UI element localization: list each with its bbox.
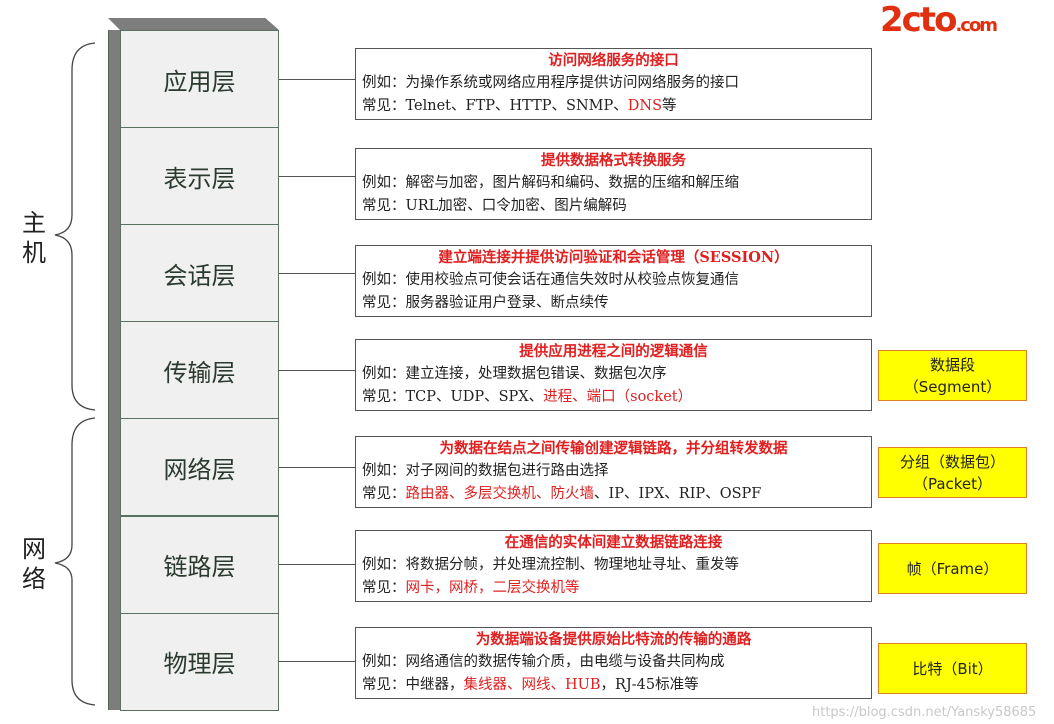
watermark: https://blog.csdn.net/Yansky58685 [812,705,1037,720]
layer-name: 表示层 [163,164,236,193]
common-text: DNS [627,98,662,114]
unit-line1: 数据段 [929,355,975,374]
common-text: 常见：中继器， [362,677,464,693]
connector-line [279,175,355,177]
layer-name: 物理层 [163,650,236,679]
layer-function-title: 为数据端设备提供原始比特流的传输的通路 [475,631,752,648]
data-unit-box: 分组（数据包） （Packet） [878,447,1027,498]
example-line: 例如：建立连接，处理数据包错误、数据包次序 [362,363,865,386]
layer-block: 链路层 [120,515,279,614]
example-text: 例如：使用校验点可使会话在通信失效时从校验点恢复通信 [362,272,739,288]
example-line: 例如：将数据分帧，并处理流控制、物理地址寻址、重发等 [362,554,865,577]
example-text: 例如：为操作系统或网络应用程序提供访问网络服务的接口 [362,75,739,91]
layer-function-title: 提供应用进程之间的逻辑通信 [519,343,708,360]
layer-name: 应用层 [163,67,236,96]
layer-name: 传输层 [163,358,236,387]
brace-network [54,417,96,706]
common-text: 集线器、网线、HUB [463,677,601,693]
connector-line [279,78,355,80]
common-text: 常见：服务器验证用户登录、断点续传 [362,295,609,311]
brace-host [54,42,96,411]
example-line: 例如：解密与加密，图片解码和编码、数据的压缩和解压缩 [362,172,865,195]
common-line: 常见：网卡，网桥，二层交换机等 [362,577,865,600]
common-line: 常见：中继器，集线器、网线、HUB，RJ-45标准等 [362,674,865,697]
example-text: 例如：对子网间的数据包进行路由选择 [362,463,609,479]
data-unit-box: 帧（Frame） [878,543,1027,594]
common-text: 常见：Telnet、FTP、HTTP、SNMP、 [362,98,628,114]
connector-line [279,564,355,566]
layer-description: 建立端连接并提供访问验证和会话管理（SESSION） 例如：使用校验点可使会话在… [355,245,872,317]
unit-line2: （Segment） [903,377,1002,396]
example-line: 例如：使用校验点可使会话在通信失效时从校验点恢复通信 [362,269,865,292]
layer-block: 表示层 [120,127,279,226]
common-line: 常见：路由器、多层交换机、防火墙、IP、IPX、RIP、OSPF [362,483,865,506]
common-line: 常见：TCP、UDP、SPX、进程、端口（socket） [362,386,865,409]
logo-2cto: 2cto.com [880,0,998,40]
layer-function-title: 在通信的实体间建立数据链路连接 [504,534,723,551]
layer-name: 链路层 [163,553,236,582]
layer-function-title: 为数据在结点之间传输创建逻辑链路，并分组转发数据 [439,440,788,457]
layer-block: 物理层 [120,612,279,711]
example-line: 例如：对子网间的数据包进行路由选择 [362,460,865,483]
layer-description: 在通信的实体间建立数据链路连接 例如：将数据分帧，并处理流控制、物理地址寻址、重… [355,530,872,602]
unit-line1: 比特（Bit） [912,659,993,678]
common-text: ，RJ-45标准等 [600,677,699,693]
layer-description: 访问网络服务的接口 例如：为操作系统或网络应用程序提供访问网络服务的接口 常见：… [355,48,872,120]
common-text: 等 [662,98,677,114]
data-unit-box: 比特（Bit） [878,643,1027,694]
unit-line2: （Packet） [912,474,993,493]
example-line: 例如：为操作系统或网络应用程序提供访问网络服务的接口 [362,72,865,95]
stack-side-face [108,30,121,710]
common-text: 路由器、多层交换机、防火墙 [405,486,595,502]
group-label-network: 网络 [22,535,46,593]
example-line: 例如：网络通信的数据传输介质，由电缆与设备共同构成 [362,651,865,674]
layer-description: 提供应用进程之间的逻辑通信 例如：建立连接，处理数据包错误、数据包次序 常见：T… [355,339,872,411]
connector-line [279,466,355,468]
common-text: 常见：URL加密、口令加密、图片编解码 [362,198,627,214]
layer-function-title: 访问网络服务的接口 [548,52,679,69]
example-text: 例如：解密与加密，图片解码和编码、数据的压缩和解压缩 [362,175,739,191]
layer-description: 为数据端设备提供原始比特流的传输的通路 例如：网络通信的数据传输介质，由电缆与设… [355,627,872,699]
layer-name: 网络层 [163,455,236,484]
common-line: 常见：Telnet、FTP、HTTP、SNMP、DNS等 [362,95,865,118]
layer-description: 提供数据格式转换服务 例如：解密与加密，图片解码和编码、数据的压缩和解压缩 常见… [355,148,872,220]
layer-block: 应用层 [120,30,279,129]
data-unit-box: 数据段 （Segment） [878,350,1027,401]
common-line: 常见：URL加密、口令加密、图片编解码 [362,195,865,218]
layer-name: 会话层 [163,261,236,290]
layer-function-title: 建立端连接并提供访问验证和会话管理（SESSION） [438,249,789,266]
stack-top-face [108,18,279,30]
connector-line [279,661,355,663]
common-text: 常见： [362,486,406,502]
common-text: 进程、端口（socket） [543,389,693,405]
common-text: 常见： [362,580,406,596]
example-text: 例如：网络通信的数据传输介质，由电缆与设备共同构成 [362,654,725,670]
common-text: 常见：TCP、UDP、SPX、 [362,389,544,405]
unit-line1: 帧（Frame） [906,559,999,578]
layer-function-title: 提供数据格式转换服务 [541,152,686,169]
layer-block: 传输层 [120,321,279,420]
common-line: 常见：服务器验证用户登录、断点续传 [362,292,865,315]
layer-description: 为数据在结点之间传输创建逻辑链路，并分组转发数据 例如：对子网间的数据包进行路由… [355,436,872,508]
common-text: 、IP、IPX、RIP、OSPF [594,486,762,502]
unit-line1: 分组（数据包） [899,452,1005,471]
group-label-host: 主机 [22,209,46,267]
layer-block: 网络层 [120,418,279,517]
connector-line [279,272,355,274]
connector-line [279,369,355,371]
example-text: 例如：将数据分帧，并处理流控制、物理地址寻址、重发等 [362,557,739,573]
common-text: 网卡，网桥，二层交换机等 [405,580,580,596]
example-text: 例如：建立连接，处理数据包错误、数据包次序 [362,366,667,382]
